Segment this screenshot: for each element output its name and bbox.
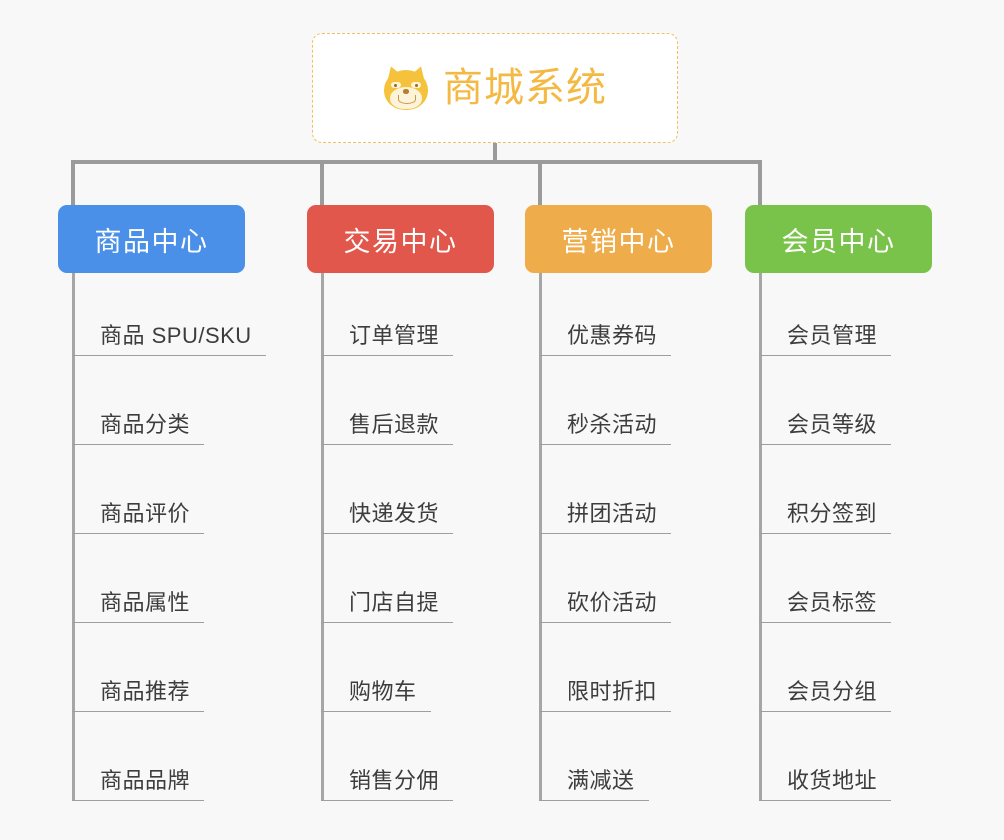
leaf-underline: 商品品牌 [72, 768, 205, 801]
leaf-item-label: 商品推荐 [100, 679, 191, 704]
leaf-underline: 会员管理 [759, 323, 892, 356]
leaf-item-label: 会员分组 [787, 679, 878, 704]
leaf-underline: 商品属性 [72, 590, 205, 623]
leaf-underline: 销售分佣 [321, 768, 454, 801]
leaf-underline: 商品分类 [72, 412, 205, 445]
leaf-item-label: 商品 SPU/SKU [100, 323, 252, 348]
leaf-item[interactable]: 积分签到 [759, 501, 892, 534]
leaf-underline: 限时折扣 [539, 679, 672, 712]
leaf-item-label: 砍价活动 [567, 590, 658, 615]
category-header-product-center[interactable]: 商品中心 [58, 205, 245, 273]
category-header-member-center[interactable]: 会员中心 [745, 205, 932, 273]
leaf-item[interactable]: 快递发货 [321, 501, 454, 534]
leaf-item[interactable]: 商品 SPU/SKU [72, 325, 266, 356]
leaf-underline: 拼团活动 [539, 501, 672, 534]
leaf-item-label: 商品评价 [100, 501, 191, 526]
category-header-label: 交易中心 [343, 226, 458, 257]
leaf-item-label: 秒杀活动 [567, 412, 658, 437]
root-node[interactable]: 商城系统 [312, 33, 678, 143]
leaf-item-label: 购物车 [349, 679, 417, 704]
leaf-item[interactable]: 秒杀活动 [539, 412, 672, 445]
leaf-item[interactable]: 销售分佣 [321, 768, 454, 801]
leaf-item[interactable]: 会员标签 [759, 590, 892, 623]
leaf-underline: 售后退款 [321, 412, 454, 445]
leaf-item-label: 会员管理 [787, 323, 878, 348]
leaf-item[interactable]: 售后退款 [321, 412, 454, 445]
leaf-item-label: 收货地址 [787, 768, 878, 793]
leaf-item-label: 订单管理 [349, 323, 440, 348]
category-header-label: 商品中心 [94, 226, 209, 257]
leaf-item[interactable]: 商品属性 [72, 590, 205, 623]
leaf-underline: 订单管理 [321, 323, 454, 356]
leaf-item-label: 会员标签 [787, 590, 878, 615]
leaf-underline: 会员标签 [759, 590, 892, 623]
category-column-trade-center: 交易中心订单管理售后退款快递发货门店自提购物车销售分佣 [307, 205, 494, 801]
root-title: 商城系统 [443, 66, 607, 110]
leaf-underline: 收货地址 [759, 768, 892, 801]
leaf-underline: 满减送 [539, 770, 649, 801]
branch-trunk-product-center [72, 273, 75, 800]
leaf-item-label: 门店自提 [349, 590, 440, 615]
category-header-trade-center[interactable]: 交易中心 [307, 205, 494, 273]
leaf-underline: 门店自提 [321, 590, 454, 623]
leaf-item[interactable]: 优惠券码 [539, 323, 672, 356]
leaf-underline: 会员等级 [759, 412, 892, 445]
connector-drop-product-center [71, 160, 75, 205]
branch-trunk-member-center [759, 273, 762, 800]
leaf-item-label: 积分签到 [787, 501, 878, 526]
connector-drop-marketing-center [538, 160, 542, 205]
branch-trunk-marketing-center [539, 273, 542, 800]
leaf-item-label: 快递发货 [349, 501, 440, 526]
leaf-underline: 购物车 [321, 681, 431, 712]
branch-trunk-trade-center [321, 273, 324, 800]
leaf-item[interactable]: 拼团活动 [539, 501, 672, 534]
leaf-item-label: 优惠券码 [567, 323, 658, 348]
connector-drop-member-center [758, 160, 762, 205]
category-column-product-center: 商品中心商品 SPU/SKU 商品分类商品评价商品属性商品推荐商品品牌 [58, 205, 266, 801]
shiba-inu-dog-face-icon [383, 63, 429, 111]
leaf-item-label: 商品品牌 [100, 768, 191, 793]
leaf-item-label: 售后退款 [349, 412, 440, 437]
category-header-marketing-center[interactable]: 营销中心 [525, 205, 712, 273]
leaf-underline: 商品 SPU/SKU [72, 325, 266, 356]
leaf-item-label: 会员等级 [787, 412, 878, 437]
category-column-member-center: 会员中心会员管理会员等级积分签到会员标签会员分组收货地址 [745, 205, 932, 801]
leaf-underline: 砍价活动 [539, 590, 672, 623]
leaf-underline: 商品评价 [72, 501, 205, 534]
leaf-item-label: 限时折扣 [567, 679, 658, 704]
leaf-underline: 商品推荐 [72, 679, 205, 712]
category-header-label: 营销中心 [561, 226, 676, 257]
leaf-item-label: 销售分佣 [349, 768, 440, 793]
leaf-item[interactable]: 商品品牌 [72, 768, 205, 801]
leaf-underline: 快递发货 [321, 501, 454, 534]
leaf-underline: 会员分组 [759, 679, 892, 712]
leaf-item[interactable]: 满减送 [539, 770, 649, 801]
category-header-label: 会员中心 [781, 226, 896, 257]
leaf-underline: 秒杀活动 [539, 412, 672, 445]
leaf-item[interactable]: 商品分类 [72, 412, 205, 445]
leaf-item[interactable]: 会员分组 [759, 679, 892, 712]
leaf-item[interactable]: 会员等级 [759, 412, 892, 445]
leaf-underline: 积分签到 [759, 501, 892, 534]
leaf-underline: 优惠券码 [539, 323, 672, 356]
leaf-item[interactable]: 订单管理 [321, 323, 454, 356]
connector-root-stem [493, 143, 497, 164]
connector-drop-trade-center [320, 160, 324, 205]
leaf-item[interactable]: 限时折扣 [539, 679, 672, 712]
leaf-item[interactable]: 商品推荐 [72, 679, 205, 712]
leaf-item[interactable]: 购物车 [321, 681, 431, 712]
leaf-item-label: 商品分类 [100, 412, 191, 437]
leaf-item-label: 拼团活动 [567, 501, 658, 526]
leaf-item-label: 满减送 [567, 768, 635, 793]
leaf-item[interactable]: 收货地址 [759, 768, 892, 801]
leaf-item[interactable]: 砍价活动 [539, 590, 672, 623]
leaf-item[interactable]: 商品评价 [72, 501, 205, 534]
leaf-item[interactable]: 会员管理 [759, 323, 892, 356]
connector-bus [73, 160, 760, 164]
leaf-item-label: 商品属性 [100, 590, 191, 615]
leaf-item[interactable]: 门店自提 [321, 590, 454, 623]
category-column-marketing-center: 营销中心优惠券码秒杀活动拼团活动砍价活动限时折扣满减送 [525, 205, 712, 801]
